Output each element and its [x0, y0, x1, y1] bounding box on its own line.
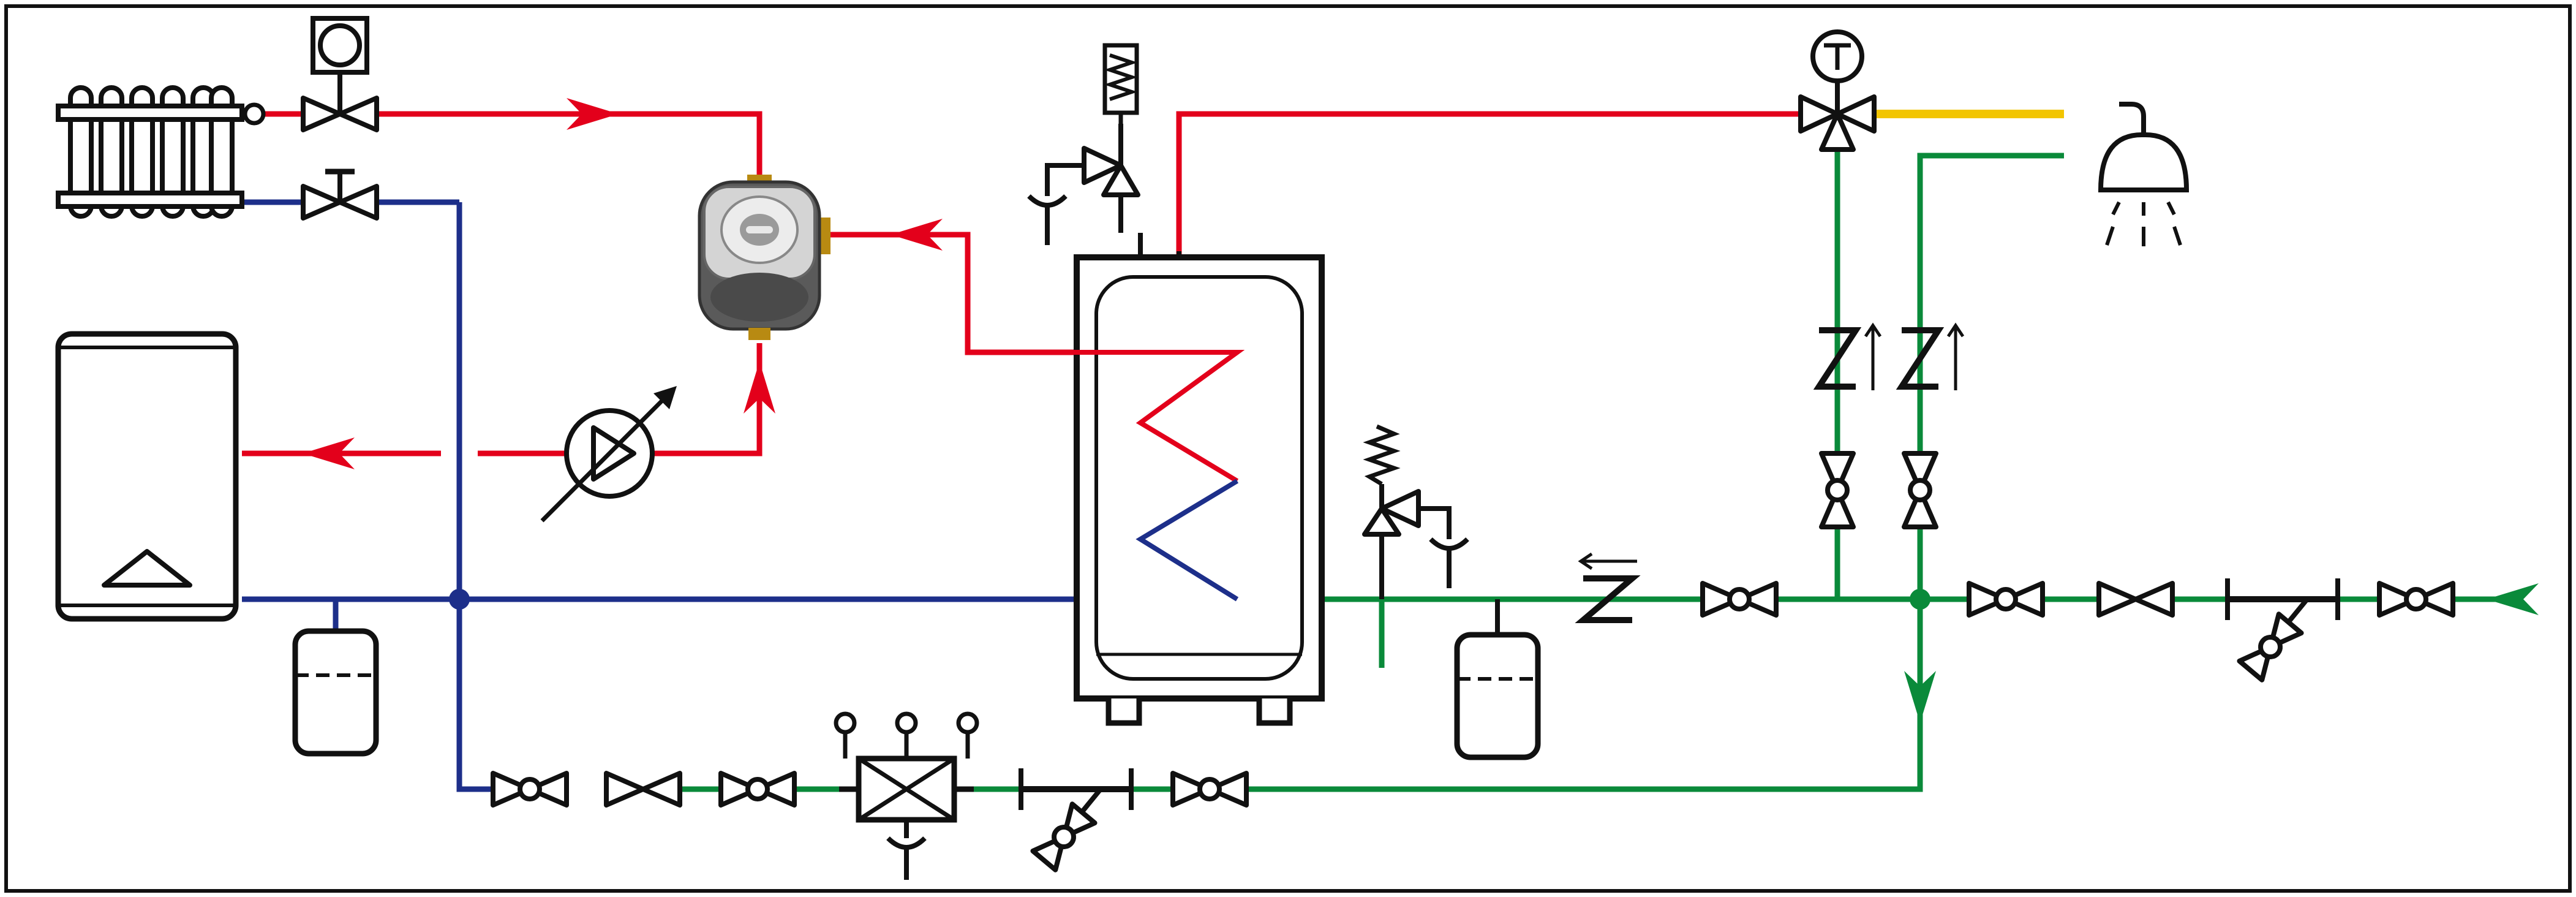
heating-coil: [968, 350, 1245, 602]
flow-arrow-icon: [891, 219, 943, 251]
relief-valve-icon: [1362, 424, 1469, 599]
ball-valve-icon: [493, 773, 567, 805]
flow-arrow-icon: [744, 361, 775, 414]
flow-arrows: [303, 98, 2539, 723]
y-strainer-icon: [2228, 578, 2338, 680]
ball-valve-icon: [721, 773, 794, 805]
expansion-vessel-icon: [1457, 599, 1538, 757]
ball-valve-icon: [1904, 453, 1936, 527]
check-valve-icon: [1902, 325, 1963, 390]
flow-arrow-icon: [303, 437, 355, 469]
thermostatic-mixing-valve-icon: [1798, 29, 1877, 152]
ball-valve-icon: [1703, 583, 1776, 615]
return-junction-dot: [449, 589, 470, 610]
boiler-icon: [55, 331, 239, 622]
thermostatic-valve-icon: [303, 16, 377, 130]
flow-arrow-icon: [1904, 671, 1936, 723]
heating-supply-pipes: [236, 111, 1831, 482]
relief-valve-icon: [1027, 43, 1140, 245]
pressure-reducer-icon: [606, 773, 680, 805]
ball-valve-icon: [1969, 583, 2043, 615]
check-valve-icon: [1819, 325, 1880, 390]
cold-junction-dot: [1910, 589, 1930, 610]
lockshield-valve-icon: [303, 168, 377, 218]
ball-valve-icon: [2379, 583, 2453, 615]
motorized-diverter-valve-icon: [698, 175, 830, 340]
backflow-preventer-icon: [834, 711, 979, 880]
radiator-icon: [56, 85, 266, 219]
flow-arrow-icon: [567, 98, 619, 130]
ball-valve-icon: [1173, 773, 1246, 805]
y-strainer-icon: [1021, 768, 1131, 870]
ball-valve-icon: [1821, 453, 1853, 527]
pressure-reducer-icon: [2099, 583, 2172, 615]
shower-icon: [2098, 102, 2190, 246]
check-valve-icon: [1575, 552, 1641, 623]
variable-speed-pump-icon: [540, 386, 677, 523]
diagram-frame: [4, 4, 2572, 893]
cylinder-with-coil-icon: [1074, 233, 1325, 726]
inlet-arrow-icon: [2487, 583, 2539, 615]
expansion-vessel-icon: [295, 631, 376, 754]
